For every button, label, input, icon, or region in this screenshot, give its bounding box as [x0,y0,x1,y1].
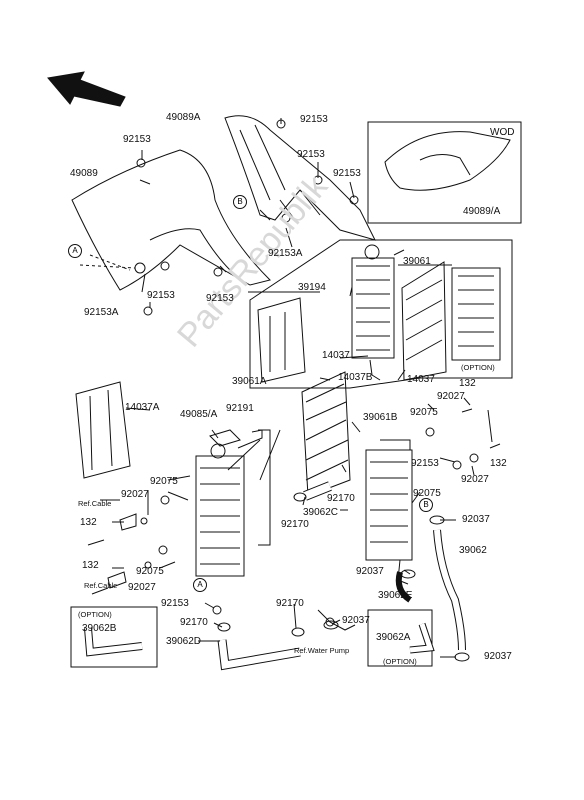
part-label: 14037B [338,372,373,383]
part-label: 92170 [276,598,304,609]
part-label: 92075 [150,476,178,487]
part-label: 49089 [70,168,98,179]
part-label: 92027 [461,474,489,485]
part-label: 92191 [226,403,254,414]
part-label: 49089A [166,112,201,123]
part-label: 92170 [180,617,208,628]
part-label: 92075 [410,407,438,418]
part-label: 132 [82,560,99,571]
part-label: 92075 [136,566,164,577]
part-label: 92037 [342,615,370,626]
part-label: 92170 [327,493,355,504]
part-label: 132 [459,378,476,389]
direction-arrow-icon [47,71,126,107]
ref-circle-a: A [193,578,207,592]
part-label: 92153 [147,290,175,301]
part-label: 39062 [459,545,487,556]
ref-cable-label: Ref.Cable [78,499,112,508]
part-label: 92037 [462,514,490,525]
part-label: 39062B [82,623,117,634]
part-label: 92153A [268,248,303,259]
part-label: 39061A [232,376,267,387]
part-label: 39061 [403,256,431,267]
part-label: 92153 [300,114,328,125]
part-label: 92027 [121,489,149,500]
part-label: 39061B [363,412,398,423]
upper-radiator-core [351,257,395,359]
right-radiator-core [365,449,413,561]
option-label: (OPTION) [461,363,495,372]
part-label: 92153A [84,307,119,318]
part-label: 39062E [378,590,413,601]
part-label: 92027 [437,391,465,402]
part-label: 39062C [303,507,339,518]
ref-water-pump-label: Ref.Water Pump [294,646,350,655]
part-label: 92170 [281,519,309,530]
part-label: 39062D [166,636,202,647]
part-label: 92075 [413,488,441,499]
part-label: 92153 [161,598,189,609]
part-label: 92027 [128,582,156,593]
option-label: (OPTION) [383,657,417,666]
part-label: 49085/A [180,409,218,420]
part-label: 132 [490,458,507,469]
part-label: 92153 [206,293,234,304]
left-shroud [71,149,271,291]
part-label: 92153 [297,149,325,160]
part-label: 49089/A [463,206,501,217]
ref-circle-b: B [419,498,433,512]
hose-39062E [395,571,412,603]
ref-cable-label: Ref.Cable [84,581,118,590]
part-label: 39062A [376,632,411,643]
part-label: 14037A [125,402,160,413]
part-label: 92153 [333,168,361,179]
ref-circle-b: B [233,195,247,209]
part-label: 132 [80,517,97,528]
part-label: 92153 [411,458,439,469]
part-label: 92037 [484,651,512,662]
left-radiator-core [195,455,245,577]
wod-label: WOD [490,127,515,138]
part-label: 14037 [322,350,350,361]
part-label: 92153 [123,134,151,145]
part-label: 39194 [298,282,326,293]
part-label: 14037 [407,374,435,385]
part-label: 92037 [356,566,384,577]
ref-circle-a: A [68,244,82,258]
option-label: (OPTION) [78,610,112,619]
